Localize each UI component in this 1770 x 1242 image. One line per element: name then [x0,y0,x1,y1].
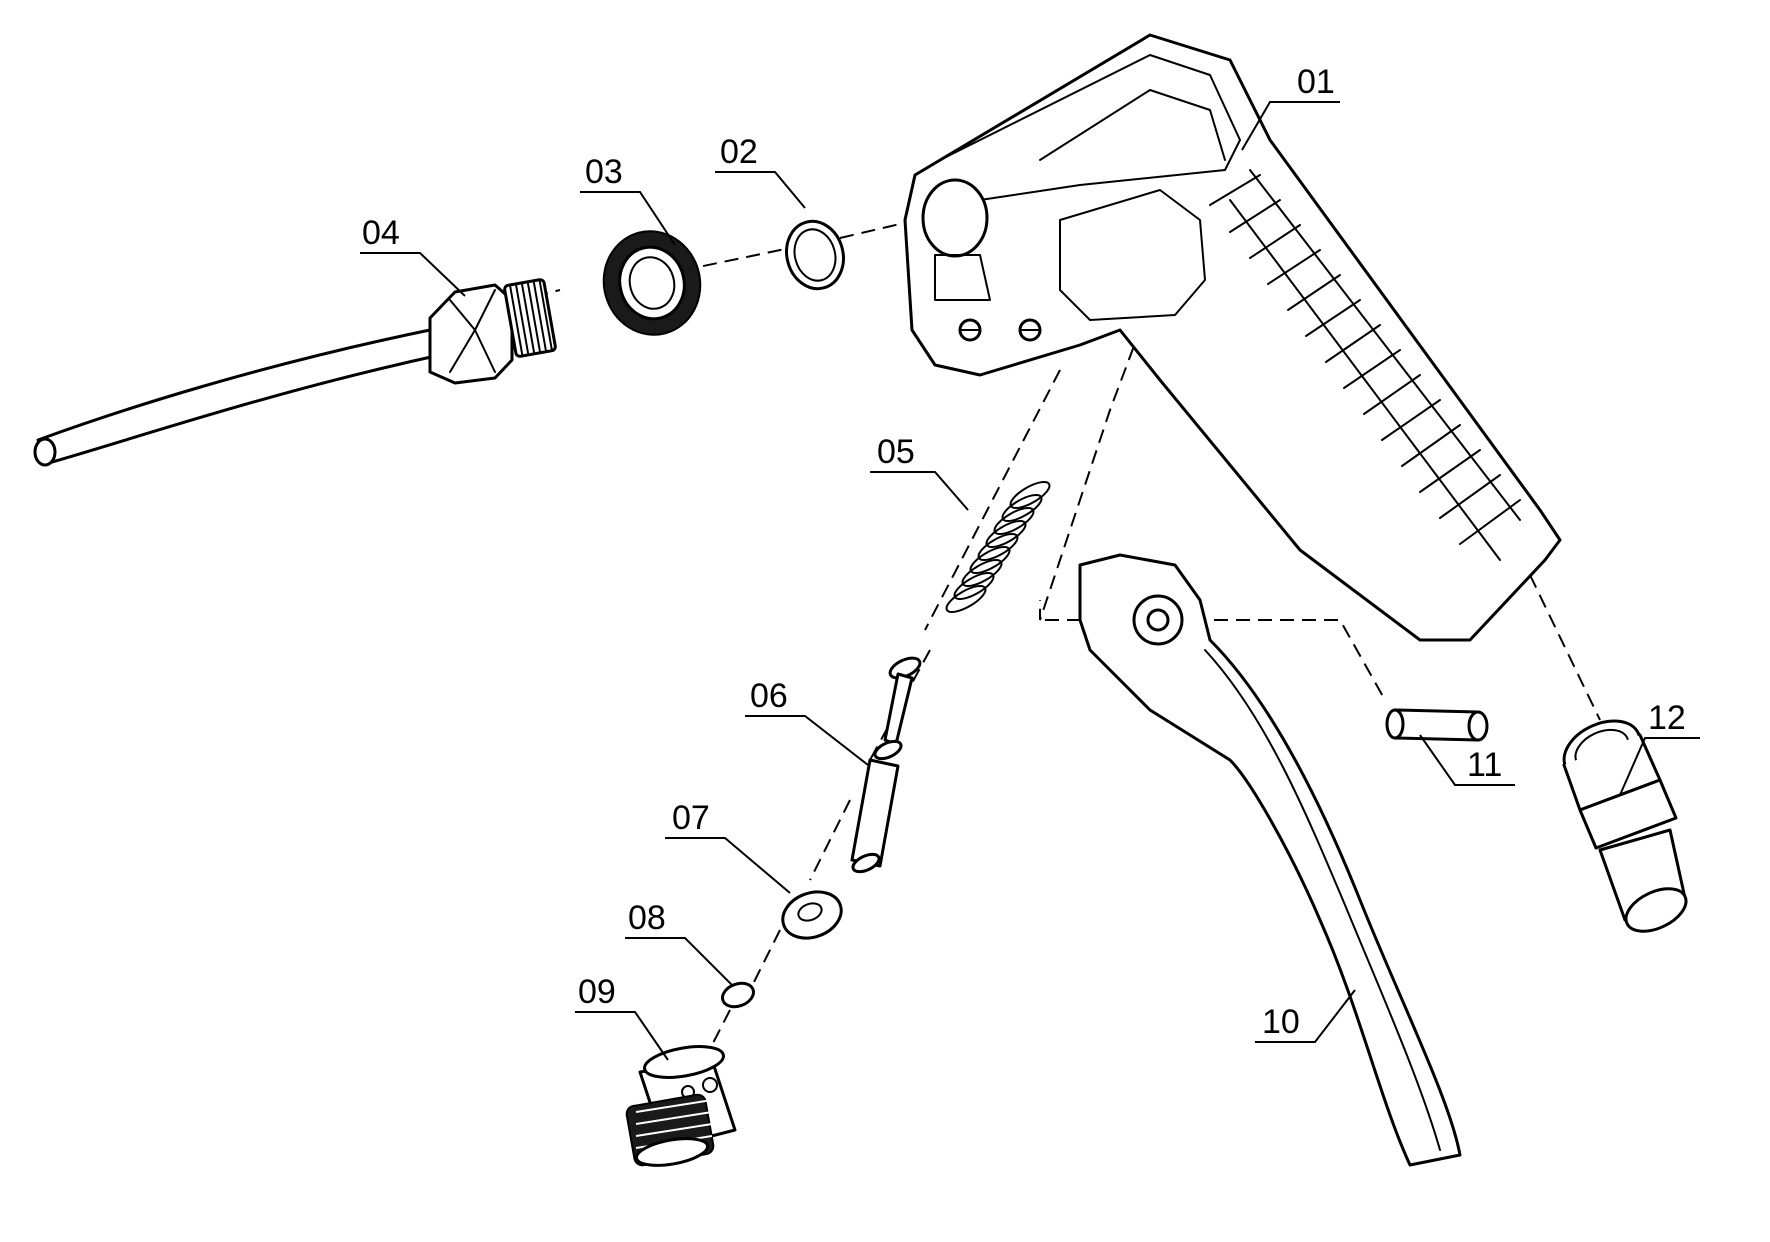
part-12-connector [1562,719,1688,933]
callout-05: 05 [877,433,915,471]
callout-08: 08 [628,899,666,937]
part-09-valve-seat [625,1045,737,1167]
part-01-gun-body [903,33,1562,642]
leader-lines [360,101,1700,1061]
callout-07: 07 [672,799,710,837]
callout-labels: 01 02 03 04 05 06 07 08 09 10 11 12 [362,63,1686,1041]
part-07-washer [781,890,843,940]
part-05-spring [945,481,1051,613]
part-04-nozzle [33,278,557,467]
callout-10: 10 [1262,1003,1300,1041]
callout-03: 03 [585,153,623,191]
part-08-small-seal [721,981,755,1009]
part-11-pin [1385,708,1489,742]
callout-02: 02 [720,133,758,171]
part-02-o-ring [785,219,845,291]
callout-01: 01 [1297,63,1335,101]
callout-04: 04 [362,214,400,252]
callout-12: 12 [1648,699,1686,737]
callout-11: 11 [1467,746,1502,784]
part-10-trigger [1078,553,1462,1167]
part-03-knurled-nut [602,230,702,336]
callout-06: 06 [750,677,788,715]
callout-09: 09 [578,973,616,1011]
part-06-valve-stem [850,656,922,874]
